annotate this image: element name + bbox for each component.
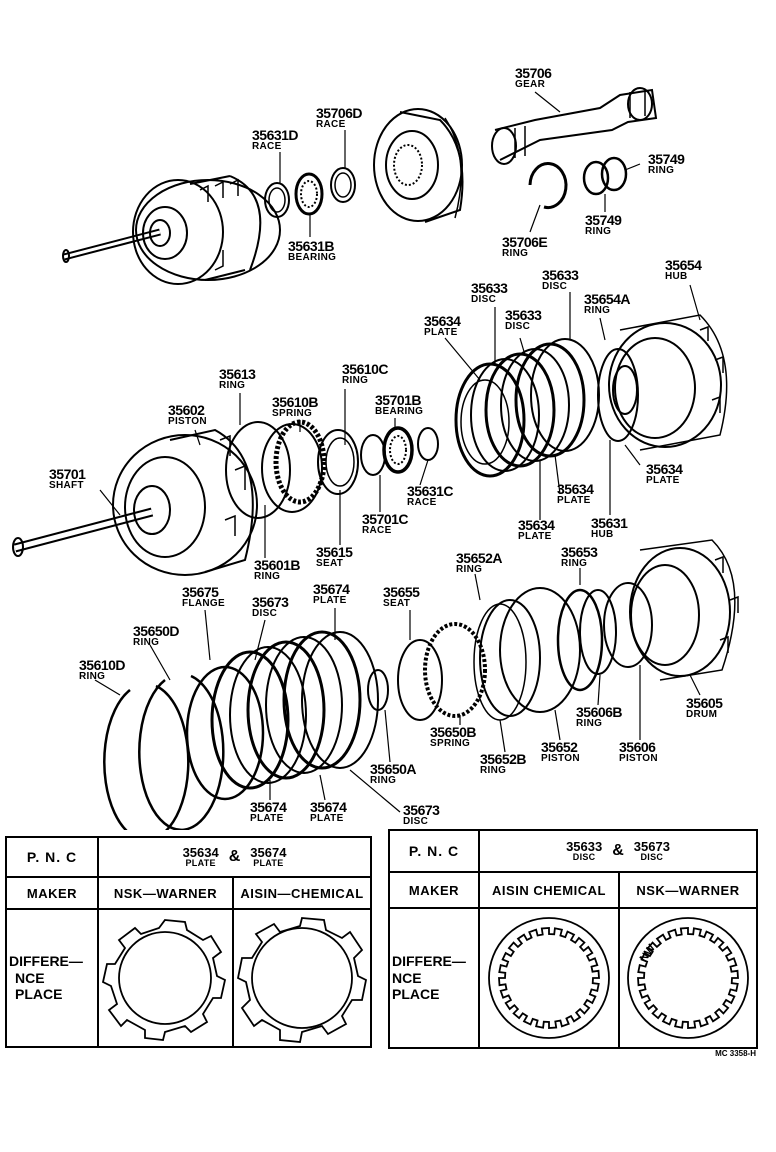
clutch-plates-discs-bottom (210, 630, 379, 790)
snap-rings-top (528, 156, 628, 210)
piston-spring-drum-bottom (367, 539, 739, 721)
plate-drawing-aisin (236, 917, 368, 1043)
hub-assembly-middle (597, 314, 728, 451)
top-clutch-assembly (62, 175, 281, 285)
race-bearing-group (264, 167, 356, 218)
disc-drawing-aisin (488, 917, 610, 1039)
maker-nsk-warner: NSK—WARNER (636, 882, 740, 898)
clutch-plates-discs-middle (454, 338, 600, 478)
maker-aisin-chemical: AISIN CHEMICAL (492, 882, 606, 898)
disc-spline-teeth (498, 927, 600, 1029)
plate-drawing-nsk (101, 919, 227, 1041)
drawing-code: MC 3358-H (715, 1049, 756, 1058)
exploded-parts-diagram (12, 87, 739, 830)
disc-drawing-nsk: NW (627, 917, 749, 1039)
pnc-header: P. N. C (408, 843, 460, 859)
snap-rings-bottom (103, 665, 265, 830)
maker-aisin-chemical: AISIN—CHEMICAL (240, 885, 364, 901)
disc-spline-teeth (637, 927, 739, 1029)
output-gear-shaft (491, 87, 658, 165)
ampersand: & (612, 842, 624, 859)
maker-header: MAKER (26, 885, 78, 901)
leader-lines (94, 91, 701, 813)
forward-clutch-shaft-piston (12, 428, 258, 576)
ampersand: & (228, 848, 241, 865)
maker-nsk-warner: NSK—WARNER (113, 885, 218, 901)
planetary-gear-carrier (373, 108, 464, 223)
piston-rings-springs (225, 419, 439, 519)
pnc-header: P. N. C (26, 849, 78, 865)
maker-header: MAKER (408, 882, 460, 898)
